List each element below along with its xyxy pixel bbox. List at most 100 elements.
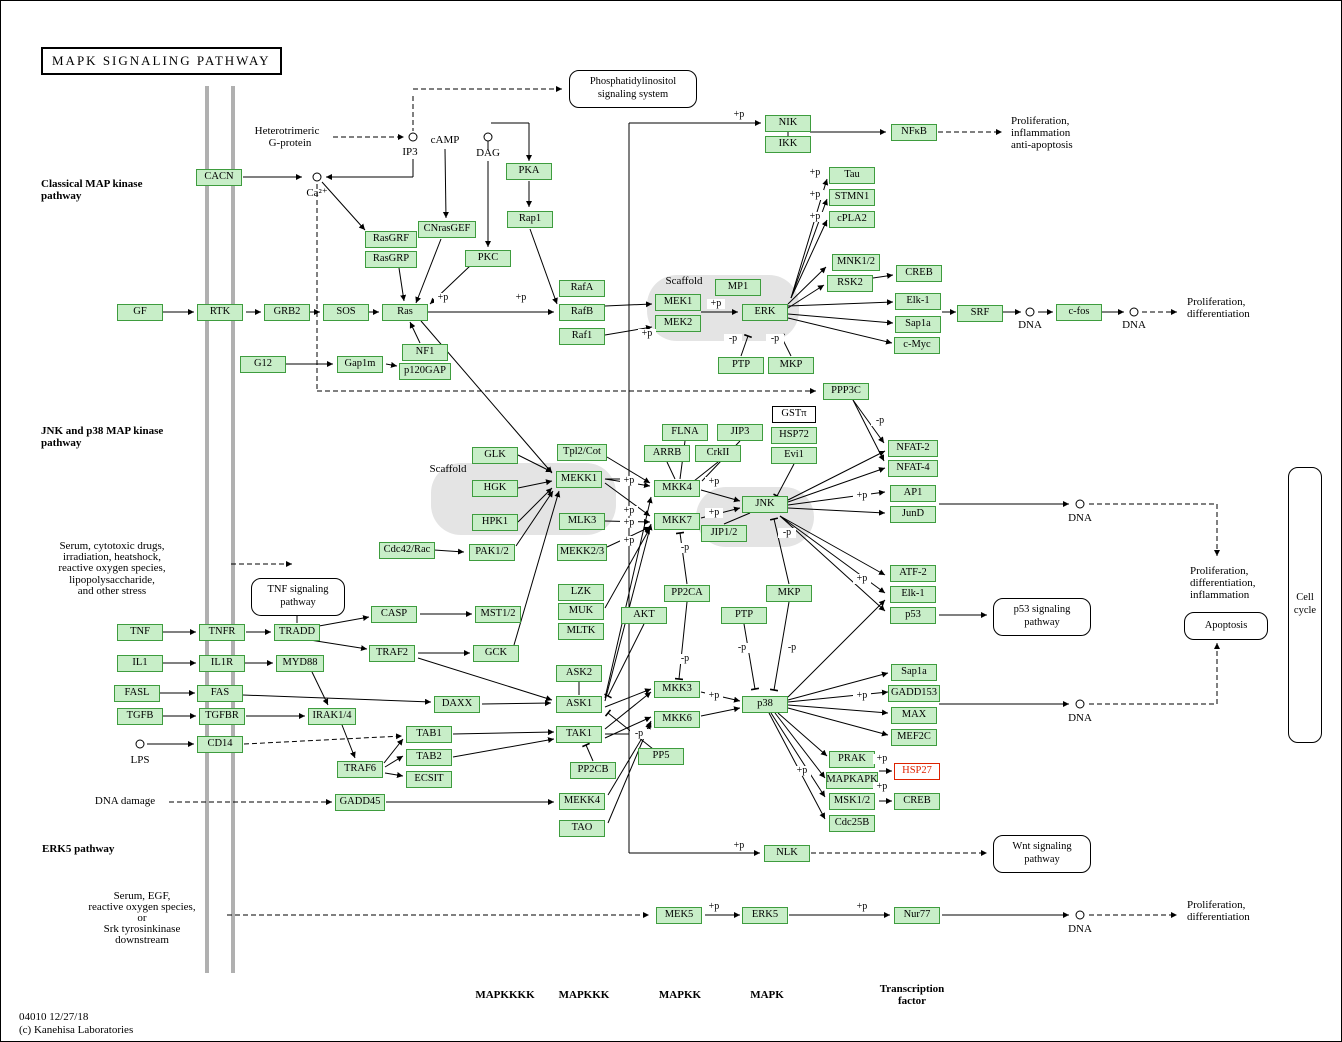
gene-node-ask2[interactable]: ASK2: [556, 664, 602, 682]
gene-node-cnrasgef[interactable]: CNrasGEF: [418, 220, 476, 238]
gene-node-nik[interactable]: NIK: [765, 114, 811, 132]
gene-node-mltk[interactable]: MLTK: [558, 622, 604, 640]
gene-node-muk[interactable]: MUK: [558, 602, 604, 620]
gene-node-ap1[interactable]: AP1: [890, 484, 936, 502]
gene-node-nlk[interactable]: NLK: [764, 844, 810, 862]
gene-node-jund[interactable]: JunD: [890, 505, 936, 523]
gene-node-casp[interactable]: CASP: [371, 605, 417, 623]
gene-node-tradd[interactable]: TRADD: [274, 623, 320, 641]
gene-node-creb[interactable]: CREB: [896, 264, 942, 282]
gene-node-daxx[interactable]: DAXX: [434, 695, 480, 713]
gene-node-tgfb[interactable]: TGFB: [117, 707, 163, 725]
gene-node-c-fos[interactable]: c-fos: [1056, 303, 1102, 321]
gene-node-crkii[interactable]: CrkII: [695, 444, 741, 462]
gene-node-lzk[interactable]: LZK: [558, 583, 604, 601]
gene-node-mkp[interactable]: MKP: [766, 584, 812, 602]
gene-node-elk-1[interactable]: Elk-1: [895, 292, 941, 310]
gene-node-g12[interactable]: G12: [240, 355, 286, 373]
gene-node-mek2[interactable]: MEK2: [655, 314, 701, 332]
gene-node-mkk4[interactable]: MKK4: [654, 479, 700, 497]
gene-node-cdc25b[interactable]: Cdc25B: [829, 814, 875, 832]
gene-node-max[interactable]: MAX: [891, 706, 937, 724]
gene-node-ecsit[interactable]: ECSIT: [406, 770, 452, 788]
gene-node-pp2ca[interactable]: PP2CA: [664, 584, 710, 602]
gene-node-rtk[interactable]: RTK: [197, 303, 243, 321]
gene-node-mp1[interactable]: MP1: [715, 278, 761, 296]
gene-node-pak1-2[interactable]: PAK1/2: [469, 543, 515, 561]
gene-node-grb2[interactable]: GRB2: [264, 303, 310, 321]
gene-node-hsp27[interactable]: HSP27: [894, 762, 940, 780]
gene-node-traf2[interactable]: TRAF2: [369, 644, 415, 662]
gene-node-cacn[interactable]: CACN: [196, 168, 242, 186]
gene-node-cd14[interactable]: CD14: [197, 735, 243, 753]
gene-node-hpk1[interactable]: HPK1: [472, 513, 518, 531]
gene-node-flna[interactable]: FLNA: [662, 423, 708, 441]
gene-node-akt[interactable]: AKT: [621, 606, 667, 624]
gene-node-mkk3[interactable]: MKK3: [654, 680, 700, 698]
gene-node-gap1m[interactable]: Gap1m: [337, 355, 383, 373]
gene-node-pka[interactable]: PKA: [506, 162, 552, 180]
gene-node-pp2cb[interactable]: PP2CB: [570, 761, 616, 779]
gene-node-sos[interactable]: SOS: [323, 303, 369, 321]
gene-node-mek1[interactable]: MEK1: [655, 293, 701, 311]
gene-node-tao[interactable]: TAO: [559, 819, 605, 837]
gene-node-evi1[interactable]: Evi1: [771, 446, 817, 464]
gene-node-mkk7[interactable]: MKK7: [654, 512, 700, 530]
gene-node-pp5[interactable]: PP5: [638, 747, 684, 765]
gene-node-ppp3c[interactable]: PPP3C: [823, 382, 869, 400]
gene-node-nf1[interactable]: NF1: [402, 343, 448, 361]
gene-node-msk1-2[interactable]: MSK1/2: [829, 792, 875, 810]
gene-node-rasgrf[interactable]: RasGRF: [365, 230, 417, 248]
gene-node-mekk1[interactable]: MEKK1: [556, 470, 602, 488]
gene-node-prak[interactable]: PRAK: [829, 750, 875, 768]
gene-node-il1[interactable]: IL1: [117, 654, 163, 672]
gene-node-gst[interactable]: GSTπ: [772, 405, 816, 423]
gene-node-hgk[interactable]: HGK: [472, 479, 518, 497]
gene-node-erk[interactable]: ERK: [742, 303, 788, 321]
gene-node-sap1a[interactable]: Sap1a: [891, 663, 937, 681]
gene-node-tau[interactable]: Tau: [829, 166, 875, 184]
gene-node-ptp[interactable]: PTP: [718, 356, 764, 374]
gene-node-jip1-2[interactable]: JIP1/2: [701, 524, 747, 542]
gene-node-nf-b[interactable]: NFκB: [891, 123, 937, 141]
gene-node-rap1[interactable]: Rap1: [507, 210, 553, 228]
gene-node-mnk1-2[interactable]: MNK1/2: [832, 253, 880, 271]
gene-node-ras[interactable]: Ras: [382, 303, 428, 321]
gene-node-creb[interactable]: CREB: [894, 792, 940, 810]
pathway-link-apoptosis[interactable]: Apoptosis: [1184, 612, 1268, 640]
gene-node-tnf[interactable]: TNF: [117, 623, 163, 641]
gene-node-myd88[interactable]: MYD88: [276, 654, 324, 672]
gene-node-rasgrp[interactable]: RasGRP: [365, 250, 417, 268]
gene-node-cdc42-rac[interactable]: Cdc42/Rac: [379, 541, 435, 559]
gene-node-mek5[interactable]: MEK5: [656, 906, 702, 924]
gene-node-traf6[interactable]: TRAF6: [337, 760, 383, 778]
gene-node-rafb[interactable]: RafB: [559, 303, 605, 321]
gene-node-ptp[interactable]: PTP: [721, 606, 767, 624]
gene-node-fas[interactable]: FAS: [197, 684, 243, 702]
gene-node-p53[interactable]: p53: [890, 606, 936, 624]
gene-node-jnk[interactable]: JNK: [742, 495, 788, 513]
gene-node-c-myc[interactable]: c-Myc: [894, 336, 940, 354]
gene-node-mekk4[interactable]: MEKK4: [559, 792, 605, 810]
gene-node-tab2[interactable]: TAB2: [406, 748, 452, 766]
gene-node-nfat-4[interactable]: NFAT-4: [888, 459, 938, 477]
gene-node-glk[interactable]: GLK: [472, 446, 518, 464]
gene-node-sap1a[interactable]: Sap1a: [895, 315, 941, 333]
gene-node-mef2c[interactable]: MEF2C: [891, 728, 937, 746]
gene-node-tpl2-cot[interactable]: Tpl2/Cot: [557, 443, 607, 461]
gene-node-stmn1[interactable]: STMN1: [829, 188, 875, 206]
gene-node-tnfr[interactable]: TNFR: [199, 623, 245, 641]
gene-node-mlk3[interactable]: MLK3: [559, 512, 605, 530]
gene-node-mkk6[interactable]: MKK6: [654, 710, 700, 728]
gene-node-gadd45[interactable]: GADD45: [335, 793, 385, 811]
gene-node-pkc[interactable]: PKC: [465, 249, 511, 267]
gene-node-fasl[interactable]: FASL: [114, 684, 160, 702]
gene-node-cpla2[interactable]: cPLA2: [829, 210, 875, 228]
gene-node-rafa[interactable]: RafA: [559, 279, 605, 297]
gene-node-irak1-4[interactable]: IRAK1/4: [308, 707, 356, 725]
gene-node-atf-2[interactable]: ATF-2: [890, 564, 936, 582]
